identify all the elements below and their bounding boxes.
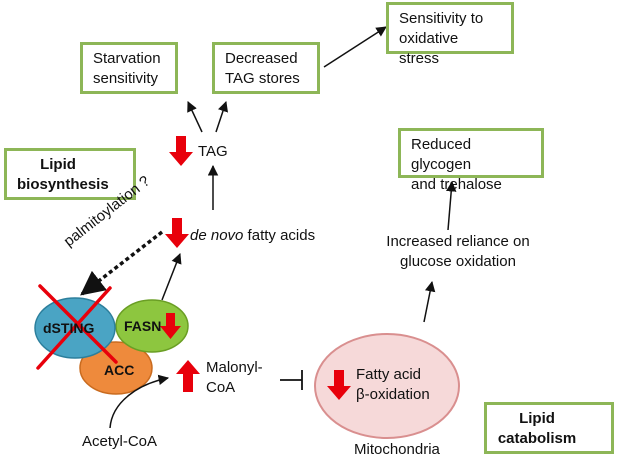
malonyl-coa-label: Malonyl- CoA: [206, 358, 263, 398]
red-up-arrow-icon: [176, 360, 200, 392]
lipid-biosynthesis-line1: Lipid: [40, 156, 76, 173]
red-down-arrow-icon: [169, 136, 193, 166]
red-down-arrow-icon: [160, 313, 181, 339]
mitochondria-label: Mitochondria: [354, 441, 440, 458]
arrow-reliance-to-glycogen: [445, 180, 457, 231]
fasn-label: FASN: [124, 318, 162, 334]
acc-label: ACC: [104, 362, 135, 378]
starvation-sensitivity-box: Starvation sensitivity: [80, 42, 178, 94]
tag-stores-line1: Decreased: [225, 50, 298, 67]
lipid-biosynthesis-line2: biosynthesis: [17, 176, 109, 193]
de-novo-fatty-acids-label: de novo fatty acids: [190, 226, 315, 246]
oxidative-stress-box: Sensitivity to oxidative stress: [386, 2, 514, 67]
fatty-acids-text: fatty acids: [243, 227, 316, 244]
lipid-biosynthesis-box: Lipid biosynthesis: [4, 148, 136, 200]
lipid-catabolism-box: Lipid catabolism: [484, 402, 614, 454]
dsting-label: dSTING: [43, 320, 95, 336]
acc-shape: [79, 341, 153, 395]
mitochondrion-shape: [314, 333, 460, 439]
glycogen-line2: and trehalose: [411, 176, 502, 193]
arrow-stores-to-oxidative: [323, 26, 387, 68]
arrow-acetylcoa-to-malonylcoa: [109, 374, 170, 429]
fatty-acid-oxidation-label: Fatty acid β-oxidation: [356, 365, 430, 405]
oxidative-line2: oxidative stress: [399, 30, 459, 67]
lipid-catabolism-line2: catabolism: [497, 430, 577, 447]
reliance-line2: glucose oxidation: [400, 253, 516, 270]
starvation-line2: sensitivity: [93, 70, 159, 87]
starvation-line1: Starvation: [93, 50, 161, 67]
red-down-arrow-icon: [165, 218, 189, 248]
arrow-tag-to-starvation: [187, 101, 203, 133]
fatty-acid-text: Fatty acid: [356, 366, 422, 383]
tag-stores-line2: TAG stores: [225, 70, 300, 87]
red-cross-icon: [36, 284, 118, 370]
lipid-catabolism-line1: Lipid: [519, 410, 555, 427]
malonyl-line1: Malonyl-: [206, 359, 263, 376]
reliance-line1: Increased reliance on: [386, 233, 530, 250]
beta-oxidation-text: β-oxidation: [356, 386, 430, 403]
glycogen-line1: Reduced glycogen: [411, 136, 472, 173]
malonyl-line2: CoA: [206, 379, 236, 396]
de-novo-text: de novo: [190, 227, 244, 244]
acetyl-coa-label: Acetyl-CoA: [82, 433, 158, 450]
reduced-glycogen-box: Reduced glycogen and trehalose: [398, 128, 544, 193]
glucose-reliance-label: Increased reliance on glucose oxidation: [384, 232, 532, 272]
tag-label: TAG: [198, 143, 228, 160]
decreased-tag-stores-box: Decreased TAG stores: [212, 42, 320, 94]
dashed-arrow-palmitoylation: [80, 230, 164, 296]
oxidative-line1: Sensitivity to: [399, 10, 484, 27]
arrow-fasn-to-fattyacids: [161, 253, 182, 301]
arrow-mito-to-reliance: [423, 280, 436, 323]
arrow-tag-to-stores: [215, 101, 228, 133]
inhibition-bar-arrow-icon: [280, 370, 303, 390]
red-down-arrow-icon: [327, 370, 351, 400]
